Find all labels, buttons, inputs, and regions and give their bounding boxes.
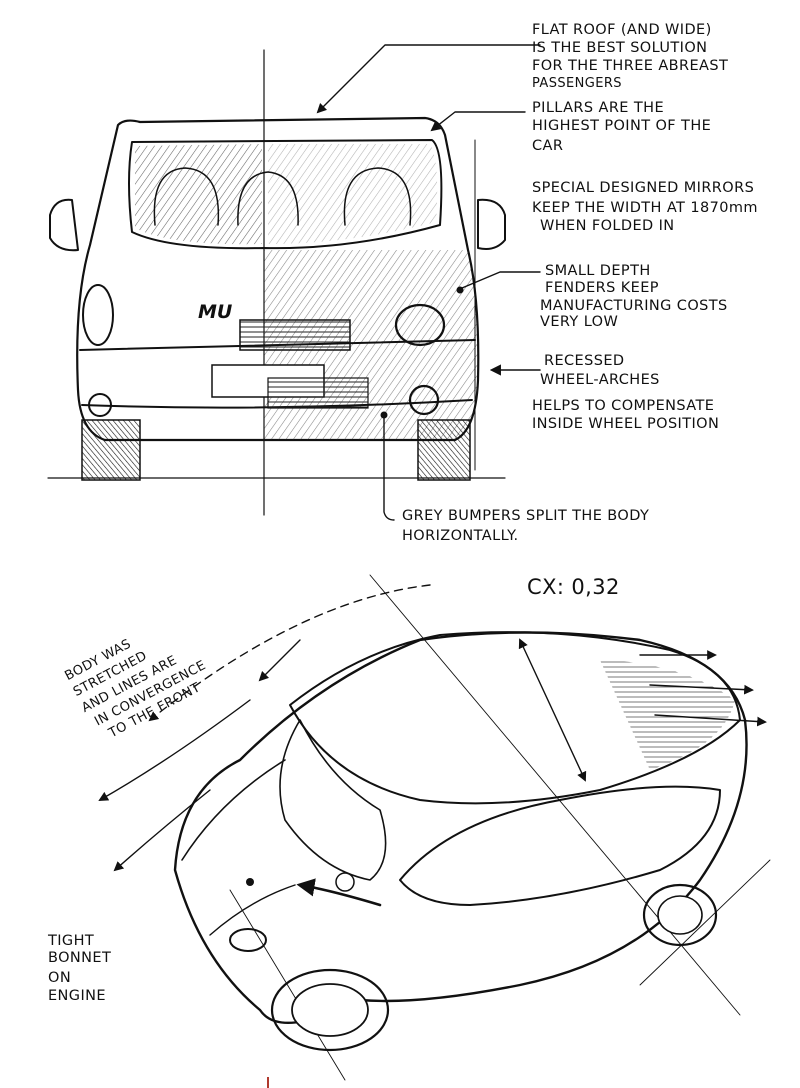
fenders-leader (461, 271, 541, 289)
seat-center (237, 171, 299, 226)
mirror-right (477, 198, 506, 250)
dashed-convergence-arrow-1 (148, 584, 431, 722)
flat-roof-line-2: IS THE BEST SOLUTION (532, 40, 707, 56)
mirror-marker (335, 872, 355, 892)
bumper-top-line (79, 339, 476, 351)
construction-line-2 (229, 889, 346, 1081)
top-view-headlight (229, 928, 267, 952)
construction-line-1 (369, 574, 741, 1016)
convergence-arrow-4 (258, 639, 301, 682)
roof-width-arrow (518, 638, 587, 782)
fog-light-right (408, 384, 440, 416)
flat-roof-arrow (316, 44, 541, 114)
bonnet-line-3: ON (48, 970, 71, 986)
airflow-arrow-2 (649, 684, 754, 695)
bumpers-line-1: GREY BUMPERS SPLIT THE BODY (402, 508, 649, 524)
lower-grille (267, 377, 369, 409)
wheel-arches-line-2: WHEEL-ARCHES (540, 372, 660, 388)
drag-coefficient-label: CX: 0,32 (527, 575, 620, 599)
bumpers-leader (383, 417, 395, 521)
bumper-dot (380, 411, 388, 419)
bumpers-line-2: HORIZONTALLY. (402, 528, 518, 544)
pillars-line-2: HIGHEST POINT OF THE (532, 118, 711, 134)
mirrors-line-3: WHEN FOLDED IN (540, 218, 675, 234)
rear-wheel-rim (657, 895, 703, 935)
front-badge: MU (198, 301, 233, 323)
front-view-annotations: FLAT ROOF (AND WIDE) IS THE BEST SOLUTIO… (402, 22, 758, 544)
top-view-arrows (98, 584, 767, 907)
mirrors-line-2: KEEP THE WIDTH AT 1870mm (532, 200, 758, 216)
fenders-line-1: SMALL DEPTH (545, 263, 651, 279)
mirror-left (49, 198, 79, 252)
rear-wheel (642, 883, 718, 947)
bonnet-line-4: ENGINE (48, 988, 106, 1004)
construction-line-3 (639, 859, 771, 986)
headlight-right (394, 303, 446, 347)
bonnet-dot (246, 878, 254, 886)
bonnet-flow-arrow (296, 878, 382, 907)
front-view-leaders (316, 44, 541, 521)
bonnet-crease (209, 884, 296, 936)
roof-shading (600, 660, 735, 770)
windscreen-shading-right (268, 144, 438, 244)
pillars-line-1: PILLARS ARE THE (532, 100, 664, 116)
fenders-line-2: FENDERS KEEP (545, 280, 659, 296)
pillars-line-3: CAR (532, 138, 563, 154)
front-wheel-rim (291, 983, 369, 1037)
seat-right (343, 167, 412, 226)
top-view-annotations: CX: 0,32 BODY WAS STRETCHED AND LINES AR… (47, 575, 620, 1004)
flat-roof-line-4: PASSENGERS (532, 76, 622, 91)
convergence-arrow-2 (98, 699, 251, 801)
fenders-line-3: MANUFACTURING COSTS (540, 298, 728, 314)
side-window (399, 785, 721, 906)
left-wheel (81, 419, 141, 481)
bonnet-edge (181, 759, 286, 861)
headlight-left (82, 284, 114, 346)
wheel-arches-line-1: RECESSED (544, 353, 624, 369)
windscreen (128, 139, 443, 250)
windscreen-shading-left (135, 144, 262, 245)
flat-roof-line-3: FOR THE THREE ABREAST (532, 58, 728, 74)
wheel-position-line-2: INSIDE WHEEL POSITION (532, 416, 719, 432)
pillars-arrow (430, 111, 526, 132)
mirrors-line-1: SPECIAL DESIGNED MIRRORS (532, 180, 754, 196)
convergence-arrow-3 (113, 789, 211, 872)
top-windscreen (279, 719, 387, 881)
fog-light-left (88, 393, 112, 417)
bonnet-line-1: TIGHT (47, 933, 94, 949)
seat-left (153, 167, 220, 226)
front-wheel (270, 968, 390, 1052)
top-view-drawing (173, 574, 771, 1081)
wheel-position-line-1: HELPS TO COMPENSATE (532, 398, 714, 414)
airflow-arrow-3 (654, 714, 767, 727)
fenders-line-4: VERY LOW (540, 314, 618, 330)
body-stretched-note: BODY WAS STRETCHED AND LINES ARE IN CONV… (62, 637, 208, 742)
bonnet-line-2: BONNET (48, 950, 111, 966)
flat-roof-line-1: FLAT ROOF (AND WIDE) (532, 22, 712, 38)
front-view-drawing: MU (47, 49, 506, 516)
